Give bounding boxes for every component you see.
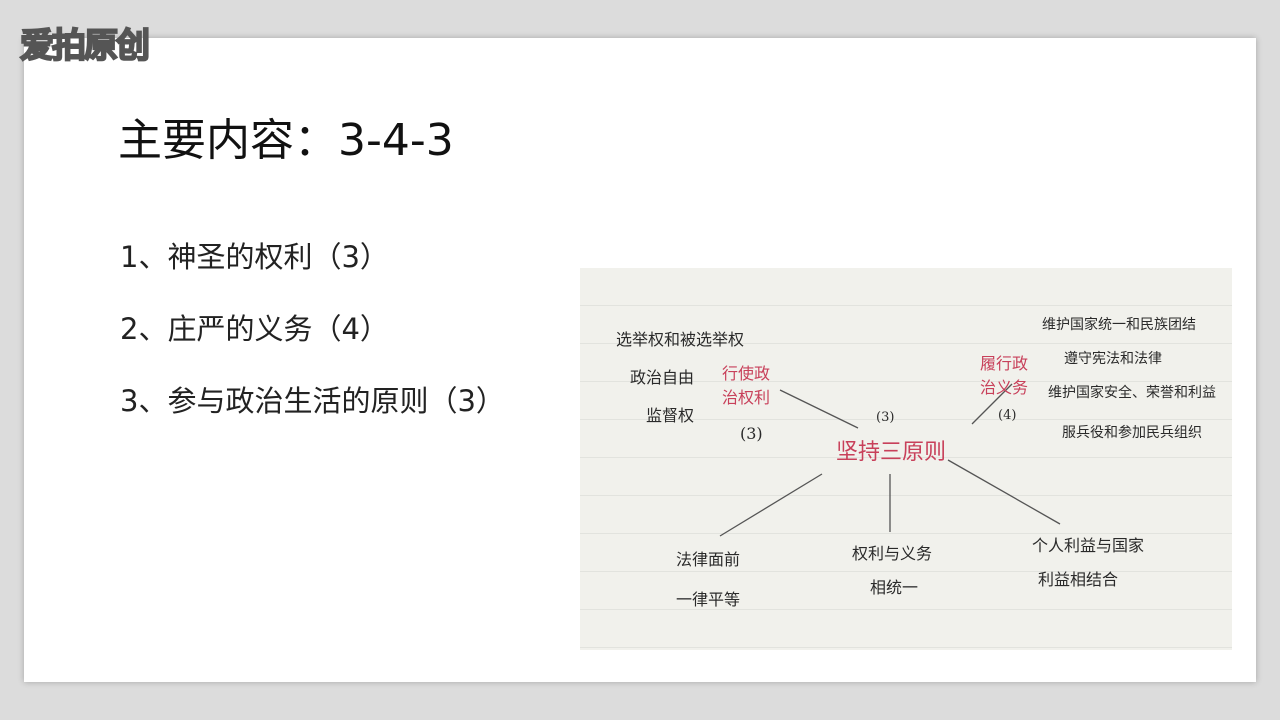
duties-count: (4) bbox=[998, 408, 1017, 423]
connector-lines bbox=[719, 383, 1061, 537]
rights-count: (3) bbox=[740, 424, 763, 443]
connector-line bbox=[947, 459, 1061, 525]
connector-line bbox=[719, 473, 823, 537]
rights-label: 行使政 bbox=[722, 364, 771, 383]
rights-label: 治权利 bbox=[722, 388, 771, 407]
principle-1: 法律面前 bbox=[676, 550, 741, 569]
list-item: 3、参与政治生活的原则（3） bbox=[120, 384, 505, 418]
center-count: (3) bbox=[876, 410, 895, 425]
rights-detail: 监督权 bbox=[646, 406, 695, 425]
principle-3: 利益相结合 bbox=[1038, 570, 1119, 589]
principle-2: 权利与义务 bbox=[852, 544, 933, 563]
page-title: 主要内容：3-4-3 bbox=[118, 115, 454, 166]
duties-label: 治义务 bbox=[980, 378, 1029, 397]
center-node: 坚持三原则 bbox=[836, 440, 947, 465]
principle-2: 相统一 bbox=[870, 578, 919, 597]
duties-detail: 维护国家统一和民族团结 bbox=[1042, 317, 1196, 333]
list-item: 2、庄严的义务（4） bbox=[120, 312, 389, 346]
list-item: 1、神圣的权利（3） bbox=[120, 240, 389, 274]
watermark-logo: 爱拍原创 bbox=[19, 25, 151, 67]
rights-detail: 政治自由 bbox=[630, 368, 695, 387]
connector-line bbox=[779, 389, 859, 429]
duties-detail: 服兵役和参加民兵组织 bbox=[1062, 425, 1202, 441]
principle-1: 一律平等 bbox=[676, 590, 741, 609]
duties-detail: 遵守宪法和法律 bbox=[1064, 351, 1162, 367]
duties-label: 履行政 bbox=[980, 354, 1029, 373]
duties-detail: 维护国家安全、荣誉和利益 bbox=[1048, 385, 1216, 401]
rights-detail: 选举权和被选举权 bbox=[616, 330, 745, 349]
principle-3: 个人利益与国家 bbox=[1032, 536, 1145, 555]
connector-line bbox=[971, 383, 1013, 425]
mind-map-photo: 选举权和被选举权 政治自由 监督权 行使政 治权利 (3) (3) 坚持三原则 … bbox=[580, 268, 1232, 650]
